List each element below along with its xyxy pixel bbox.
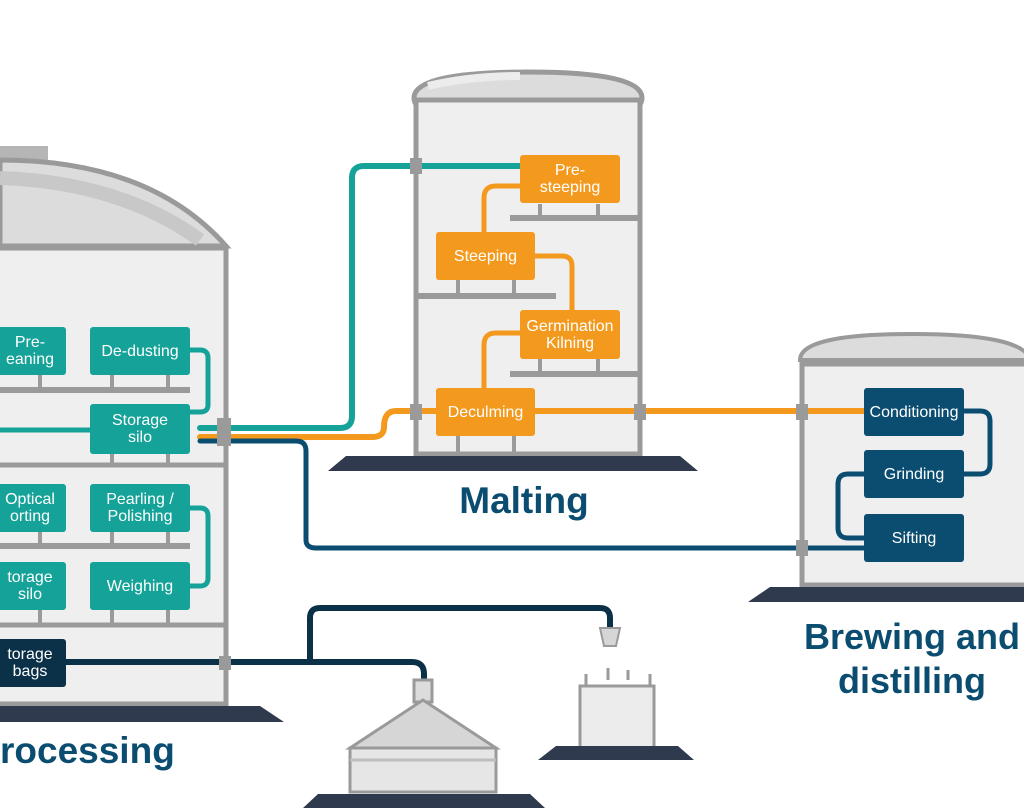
step-label: Steeping [453,247,518,265]
step-steeping: Steeping [436,232,535,280]
step-label: Optical orting [5,491,55,525]
section-label-processing: rocessing [0,730,175,771]
processing-building [0,146,284,722]
step-label: Pearling / Polishing [106,491,174,525]
step-weighing: Weighing [90,562,190,610]
step-pearling-polishing: Pearling / Polishing [90,484,190,532]
pipes [0,163,993,683]
step-label: torage silo [7,569,53,603]
section-label-malting: Malting [459,480,589,521]
step-pre-steeping: Pre- steeping [520,155,620,203]
section-label-brewing-line2: distilling [838,660,986,701]
step-conditioning: Conditioning [864,388,964,436]
step-label: Storage silo [111,412,169,446]
step-sifting: Sifting [864,514,964,562]
step-deculming: Deculming [436,388,535,436]
pipe-joints [217,158,808,670]
step-label: Pre- steeping [539,162,601,196]
step-label: De-dusting [101,342,179,360]
step-germination-kilning: Germination Kilning [520,310,620,359]
step-pre-cleaning: Pre- eaning [0,327,66,375]
step-label: Germination Kilning [526,317,614,352]
step-storage-silo: Storage silo [90,404,190,454]
step-optical-sorting: Optical orting [0,484,66,532]
step-label: Sifting [891,529,937,547]
big-bag [538,627,694,760]
step-storage-silo-2: torage silo [0,562,66,610]
section-label-brewing-line1: Brewing and [804,616,1021,657]
step-label: Pre- eaning [5,334,55,368]
step-label: Grinding [883,465,945,483]
step-label: Weighing [106,577,174,595]
step-grinding: Grinding [864,450,964,498]
step-storage-bags: torage bags [0,639,66,687]
silo-tank [303,678,545,808]
step-label: Conditioning [869,403,959,421]
step-de-dusting: De-dusting [90,327,190,375]
step-label: torage bags [7,646,53,680]
step-label: Deculming [447,403,524,421]
